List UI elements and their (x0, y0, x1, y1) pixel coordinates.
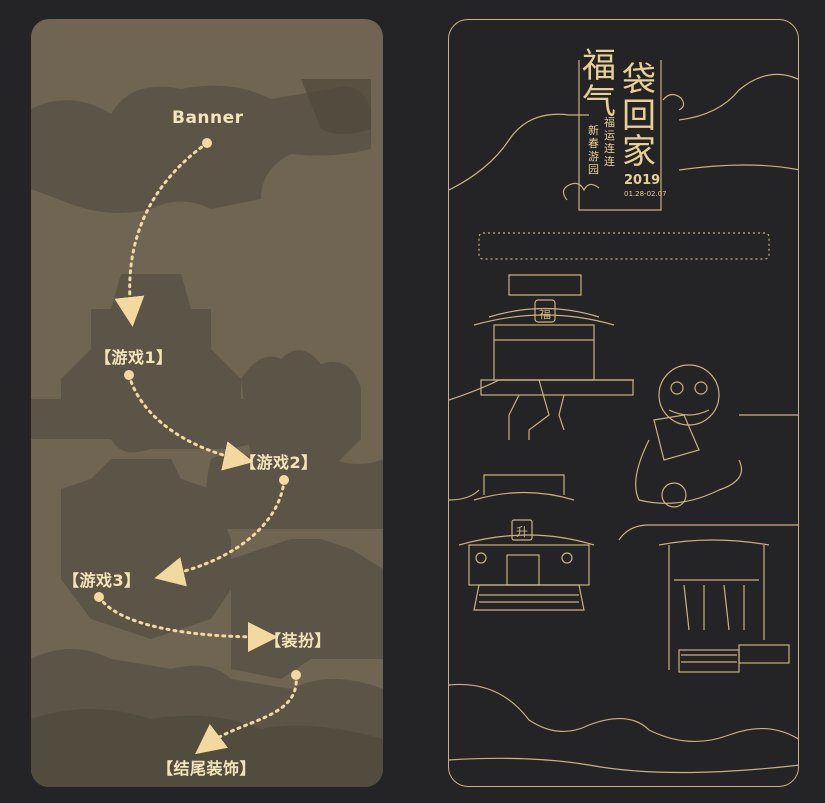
banner-subtitle-2: 福运连连 (604, 116, 615, 168)
temple-2 (458, 474, 595, 611)
node-dot (291, 670, 301, 680)
banner-year: 2019 (624, 173, 661, 188)
node-game3: 【游戏3】 (63, 571, 141, 590)
fu-emblem: 福 (539, 306, 551, 321)
node-ending: 【结尾装饰】 (157, 759, 257, 778)
node-dot (279, 475, 289, 485)
banner-dates: 01.28-02.07 (624, 190, 667, 198)
temple-1 (473, 274, 634, 440)
node-dot (124, 370, 134, 380)
node-dressup: 【装扮】 (265, 631, 332, 650)
flow-panel: Banner 【游戏1】 【游戏2】 【游戏3】 【装扮】 【结尾装饰】 (31, 19, 383, 787)
market-stall (658, 539, 790, 673)
banner-title-right: 袋回家 (622, 60, 656, 172)
node-game2: 【游戏2】 (240, 453, 318, 472)
sheng-emblem: 升 (516, 525, 528, 539)
flow-arrows (94, 138, 301, 755)
node-banner: Banner (172, 108, 244, 128)
node-dot (94, 592, 104, 602)
preview-panel: 福 升 福气 袋回家 新春游园 福运连连 2019 01.28-02.07 (448, 19, 799, 787)
lion-dance (635, 364, 743, 508)
node-dot (202, 138, 212, 148)
banner-title-left: 福气 (582, 46, 616, 122)
line-art-illustration: 福 升 (449, 60, 798, 774)
node-game1: 【游戏1】 (95, 348, 173, 367)
banner-subtitle-1: 新春游园 (588, 124, 599, 176)
